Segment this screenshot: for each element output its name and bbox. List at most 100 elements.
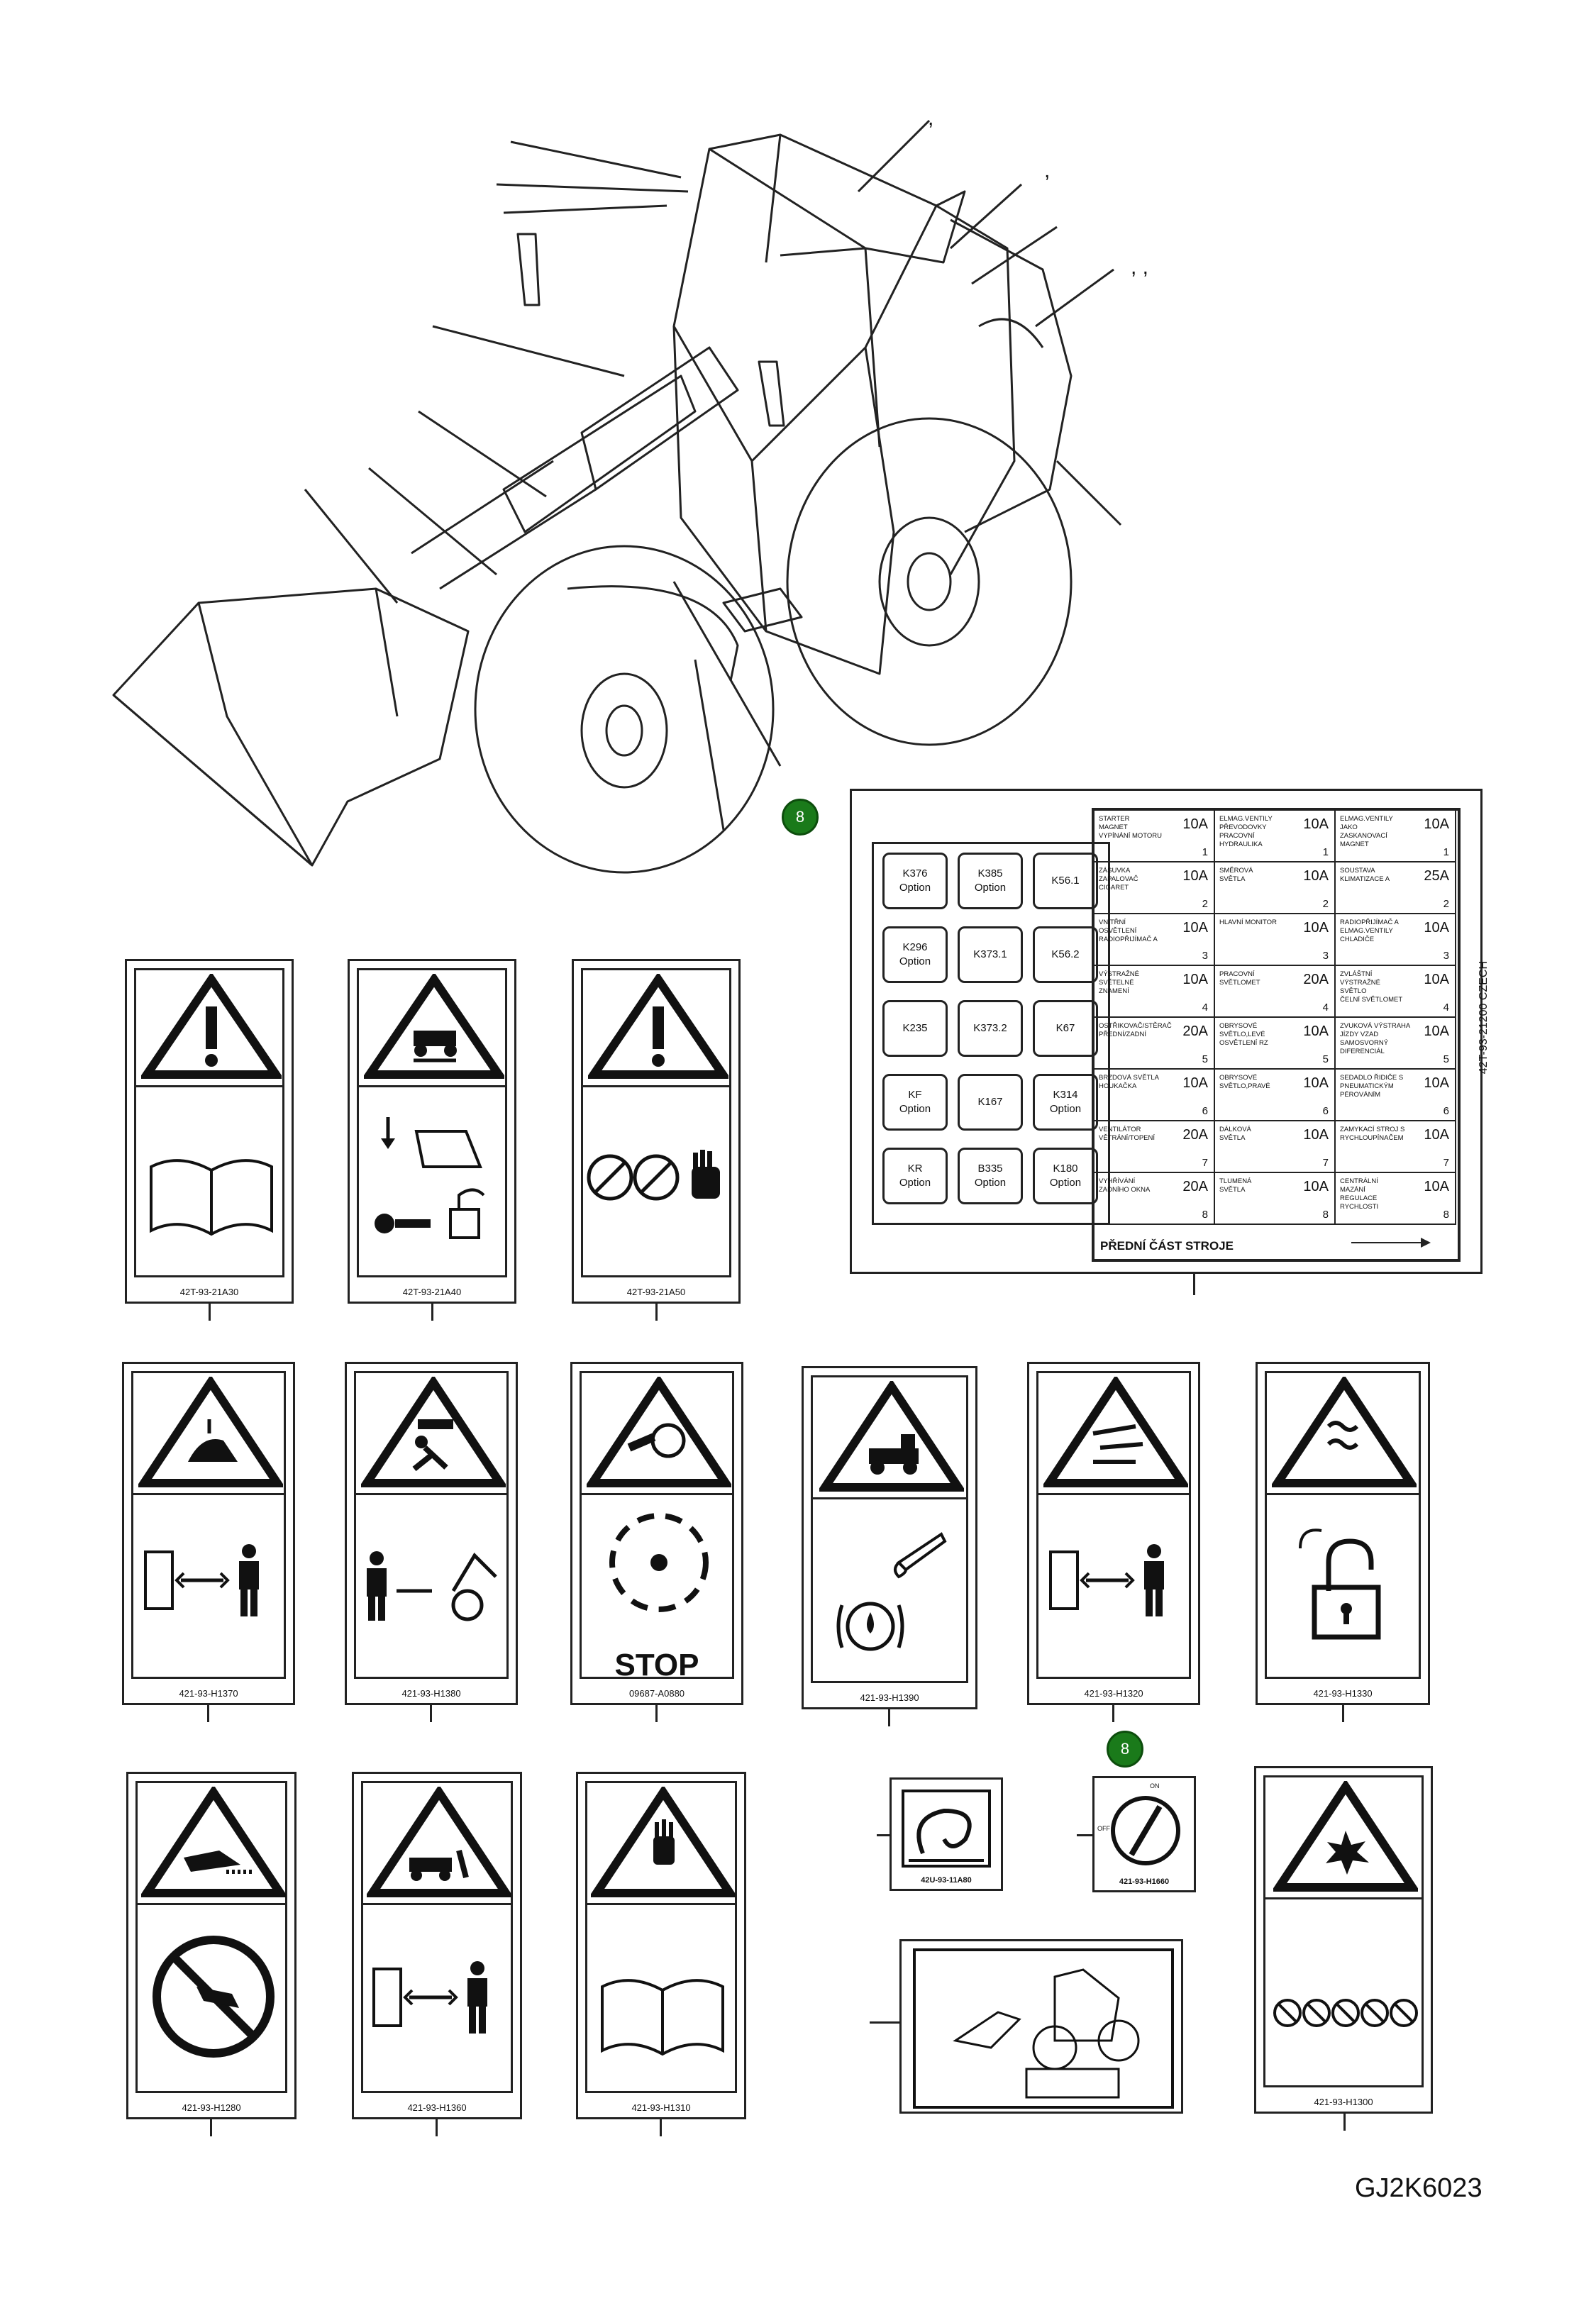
fuse-name: OSTŘIKOVAČ/STĚRAČ PŘEDNÍ/ZADNÍ <box>1099 1022 1172 1038</box>
decal-divider <box>357 1085 507 1087</box>
fuse-amp: 10A <box>1182 816 1208 832</box>
fuse-cell: ZVUKOVÁ VÝSTRAHA JÍZDY VZAD SAMOSVORNÝ D… <box>1336 1018 1456 1070</box>
fuse-panel-code: 42T-93-21200 CZECH <box>1478 961 1490 1075</box>
front-of-machine-label: PŘEDNÍ ČÁST STROJE <box>1100 1239 1234 1253</box>
relay-block: K376 Option K385 Option K56.1 K296 Optio… <box>872 842 1110 1225</box>
leader-line <box>660 2119 662 2136</box>
decal-code: 421-93-H1380 <box>401 1688 461 1699</box>
fuse-name: ZVUKOVÁ VÝSTRAHA JÍZDY VZAD SAMOSVORNÝ D… <box>1340 1022 1411 1055</box>
safety-decal: 421-93-H1390 <box>802 1366 977 1709</box>
relay-box: K56.2 <box>1033 926 1098 983</box>
leader-line <box>1112 1705 1114 1722</box>
manual-book-icon <box>601 1979 724 2056</box>
fuse-amp: 10A <box>1182 1075 1208 1091</box>
fuse-number: 6 <box>1322 1105 1329 1117</box>
decal-frame <box>354 1371 509 1679</box>
manual-book-icon <box>150 1159 273 1236</box>
decal-code: 42T-93-21A40 <box>402 1287 462 1297</box>
decal-divider <box>580 1493 734 1495</box>
keep-distance-icon <box>144 1544 259 1616</box>
wheel-loader-illustration <box>112 119 1122 874</box>
leader-line <box>655 1304 658 1321</box>
decal-code: 421-93-H1300 <box>1314 2097 1373 2107</box>
fuse-amp: 20A <box>1182 1023 1208 1039</box>
unlock-padlock-icon <box>1299 1529 1381 1640</box>
fuse-name: VÝSTRAŽNÉ SVĚTELNÉ ZNAMENÍ <box>1099 970 1140 995</box>
pinch-warning-icon <box>1043 1377 1188 1487</box>
leader-line <box>870 2021 899 2024</box>
leader-line <box>209 1304 211 1321</box>
fuse-number: 8 <box>1443 1209 1449 1221</box>
fuse-amp: 20A <box>1182 1127 1208 1143</box>
relay-box: K56.1 <box>1033 853 1098 909</box>
decal-frame <box>1265 1371 1421 1679</box>
loader-tip-warning-icon <box>364 974 504 1079</box>
fuse-number: 7 <box>1322 1157 1329 1169</box>
fuse-amp: 25A <box>1424 868 1449 884</box>
decal-code: 42U-93-11A80 <box>921 1876 972 1885</box>
fuse-cell: ELMAG.VENTILY PŘEVODOVKY PRACOVNÍ HYDRAU… <box>1215 811 1336 862</box>
comma-mark-2: , <box>1044 159 1051 182</box>
decal-code: 421-93-H1360 <box>407 2102 467 2113</box>
fuse-name: OBRYSOVÉ SVĚTLO,LEVÉ OSVĚTLENÍ RZ <box>1219 1022 1268 1047</box>
leader-line <box>1342 1705 1344 1722</box>
fuse-name: VNITŘNÍ OSVĚTLENÍ RADIOPŘIJÍMAČ A <box>1099 919 1158 943</box>
lower-bucket-key-lock-icon <box>375 1117 485 1239</box>
safety-decal: 421-93-H1280 <box>126 1772 297 2119</box>
fuse-number: 5 <box>1443 1053 1449 1065</box>
decal-frame <box>361 1781 513 2093</box>
decal-frame <box>1263 1775 1424 2087</box>
callout-8-battery-switch: 8 <box>1107 1731 1143 1768</box>
decal-code: 421-93-H1390 <box>860 1692 919 1703</box>
relay-box: K67 <box>1033 1000 1098 1057</box>
fuse-number: 6 <box>1202 1105 1208 1117</box>
fuse-amp: 10A <box>1303 1075 1329 1091</box>
fuse-number: 7 <box>1443 1157 1449 1169</box>
exclamation-warning-icon <box>141 974 282 1079</box>
decal-frame <box>580 1371 734 1679</box>
fuse-number: 8 <box>1202 1209 1208 1221</box>
loader-overview-icon <box>913 1948 1174 2109</box>
fuse-name: DÁLKOVÁ SVĚTLA <box>1219 1126 1251 1142</box>
decal-frame <box>585 1781 737 2093</box>
relay-box: K373.1 <box>958 926 1023 983</box>
relay-box: B335 Option <box>958 1148 1023 1204</box>
fuse-amp: 10A <box>1303 920 1329 936</box>
keep-distance-icon <box>372 1961 487 2034</box>
fuse-panel-decal: K376 Option K385 Option K56.1 K296 Optio… <box>850 789 1490 1274</box>
decal-divider <box>1036 1493 1191 1495</box>
exclamation-warning-icon <box>588 974 728 1079</box>
fall-warning-icon <box>361 1377 506 1487</box>
explosion-warning-icon <box>1273 1781 1418 1892</box>
decal-divider <box>134 1085 284 1087</box>
no-touch-glove-icon <box>587 1150 720 1201</box>
fuse-name: SMĚROVÁ SVĚTLA <box>1219 867 1253 883</box>
small-decal: 42U-93-11A80 <box>890 1777 1003 1891</box>
relay-box: K235 <box>882 1000 948 1057</box>
figure-id: GJ2K6023 <box>1355 2173 1483 2203</box>
decal-frame <box>134 968 284 1277</box>
fuse-number: 1 <box>1322 846 1329 858</box>
safety-decal: 42T-93-21A50 <box>572 959 741 1304</box>
relay-box: K296 Option <box>882 926 948 983</box>
fuse-name: ZAMYKACÍ STROJ S RYCHLOUPÍNAČEM <box>1340 1126 1405 1142</box>
relay-box: K314 Option <box>1033 1074 1098 1131</box>
fuse-name: CENTRÁLNÍ MAZÁNÍ REGULACE RYCHLOSTI <box>1340 1177 1379 1211</box>
decal-divider <box>135 1903 287 1905</box>
battery-switch-icon <box>1111 1796 1180 1865</box>
safety-decal: STOP 09687-A0880 <box>570 1362 743 1705</box>
fuse-amp: 10A <box>1303 868 1329 884</box>
decal-divider <box>581 1085 731 1087</box>
